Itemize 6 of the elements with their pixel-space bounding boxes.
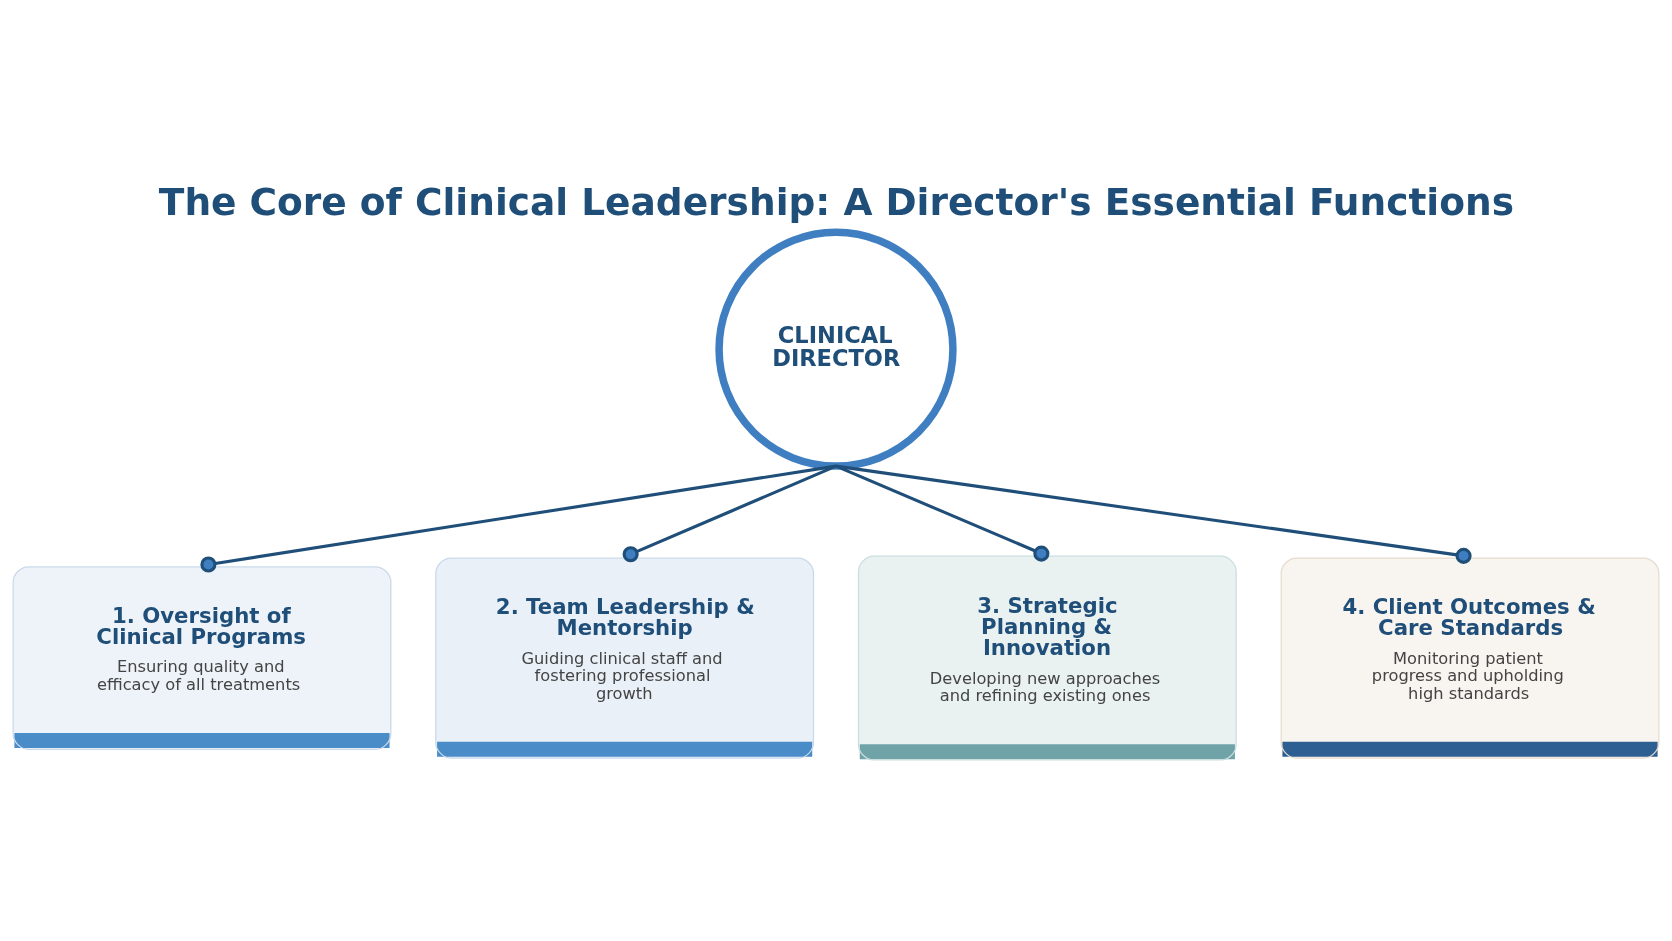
connector xyxy=(622,464,837,563)
connector xyxy=(200,464,837,573)
connector xyxy=(835,464,1050,562)
node-circle: CLINICAL DIRECTOR xyxy=(715,228,957,470)
diagram-title: The Core of Clinical Leadership: A Director's Essential Functions xyxy=(158,179,1514,224)
connector xyxy=(835,464,1472,564)
